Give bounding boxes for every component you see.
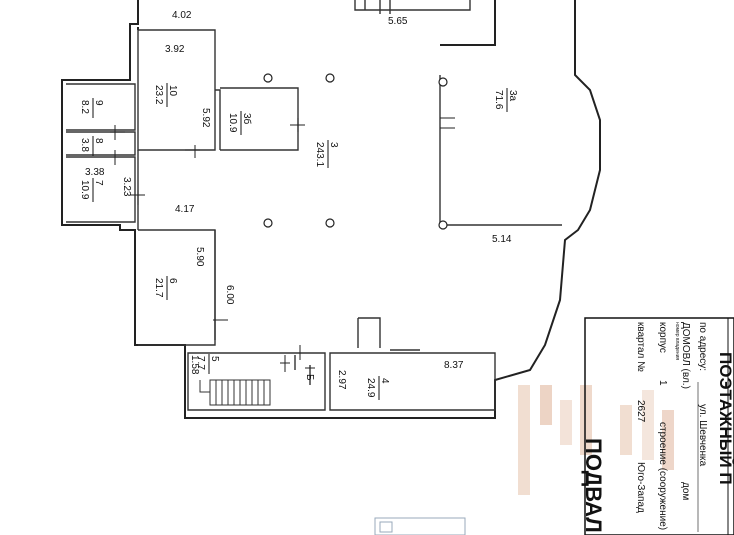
- svg-text:ул. Шевченка: ул. Шевченка: [697, 404, 708, 467]
- stamp-address: по адресу: ул. Шевченка: [697, 322, 708, 532]
- inner-walls: [66, 0, 562, 411]
- dim-158: 1.58: [189, 355, 200, 375]
- svg-text:ПОДВАЛ: ПОДВАЛ: [581, 438, 606, 533]
- dim-592: 5.92: [200, 108, 211, 128]
- stamp-house: ДОМОВЛ (вл.) номер владения дом: [674, 322, 691, 500]
- svg-text:корпус: корпус: [657, 322, 668, 353]
- stamp-floor: ПОДВАЛ: [581, 438, 606, 533]
- svg-text:ПОЭТАЖНЫЙ П: ПОЭТАЖНЫЙ П: [716, 352, 734, 485]
- svg-text:Юго-Запад: Юго-Запад: [635, 462, 646, 513]
- stamp-kvartal: квартал № 2627 Юго-Запад: [635, 322, 646, 513]
- dim-338: 3.38: [85, 167, 105, 178]
- dimension-labels: 4.02 5.65 3.92 5.92 3.38 3.23 4.17 5.14 …: [85, 10, 512, 390]
- svg-text:9: 9: [93, 100, 104, 106]
- dim-417: 4.17: [175, 204, 195, 215]
- dim-323: 3.23: [121, 177, 132, 197]
- stamp-title: ПОЭТАЖНЫЙ П: [716, 352, 734, 485]
- dim-392: 3.92: [165, 44, 185, 55]
- svg-text:71.6: 71.6: [493, 90, 504, 110]
- svg-text:243.1: 243.1: [314, 142, 325, 167]
- dim-565: 5.65: [388, 16, 408, 27]
- svg-text:3а: 3а: [507, 90, 518, 102]
- dim-837: 8.37: [444, 360, 464, 371]
- svg-text:номер владения: номер владения: [674, 322, 680, 360]
- door-ticks: [110, 117, 455, 372]
- svg-text:5: 5: [209, 356, 220, 362]
- room-6: 621.7: [153, 276, 178, 300]
- svg-text:4: 4: [379, 378, 390, 384]
- watermark-stripes: [518, 385, 674, 495]
- stair-mark: Б: [304, 374, 315, 381]
- dim-402: 4.02: [172, 10, 192, 21]
- title-block: [584, 317, 734, 535]
- room-4: 424.9: [365, 376, 390, 400]
- svg-text:1: 1: [657, 380, 668, 386]
- svg-text:10.9: 10.9: [79, 180, 90, 200]
- dim-514: 5.14: [492, 234, 512, 245]
- room-9: 98.2: [79, 98, 104, 118]
- svg-text:21.7: 21.7: [153, 278, 164, 298]
- svg-text:строение (сооружение): строение (сооружение): [657, 422, 668, 530]
- stairs: [199, 379, 271, 406]
- stamp-korpus: корпус 1 строение (сооружение): [657, 322, 668, 530]
- svg-text:по адресу:: по адресу:: [697, 322, 708, 371]
- dim-297: 2.97: [336, 370, 347, 390]
- svg-text:24.9: 24.9: [365, 378, 376, 398]
- room-5: 57.7: [195, 354, 220, 374]
- svg-text:6: 6: [167, 278, 178, 284]
- svg-text:дом: дом: [680, 482, 691, 500]
- svg-text:10: 10: [167, 85, 178, 97]
- svg-text:23.2: 23.2: [153, 85, 164, 105]
- svg-text:7.7: 7.7: [195, 356, 206, 370]
- svg-text:квартал №: квартал №: [635, 322, 646, 372]
- svg-text:3б: 3б: [241, 113, 253, 125]
- bottom-stamp: [374, 517, 466, 535]
- svg-text:2627: 2627: [635, 400, 646, 423]
- svg-text:7: 7: [93, 180, 104, 186]
- dim-600: 6.00: [224, 285, 235, 305]
- room-8: 83.8: [79, 136, 104, 156]
- svg-text:10.9: 10.9: [227, 113, 238, 133]
- columns: [263, 73, 448, 230]
- svg-text:8: 8: [93, 138, 104, 144]
- svg-text:3: 3: [328, 142, 339, 148]
- svg-text:ДОМОВЛ (вл.): ДОМОВЛ (вл.): [680, 322, 691, 389]
- dim-590: 5.90: [194, 247, 205, 267]
- svg-text:3.8: 3.8: [79, 138, 90, 152]
- room-7: 710.9: [79, 178, 104, 202]
- outer-walls: [61, 0, 601, 419]
- svg-text:8.2: 8.2: [79, 100, 90, 114]
